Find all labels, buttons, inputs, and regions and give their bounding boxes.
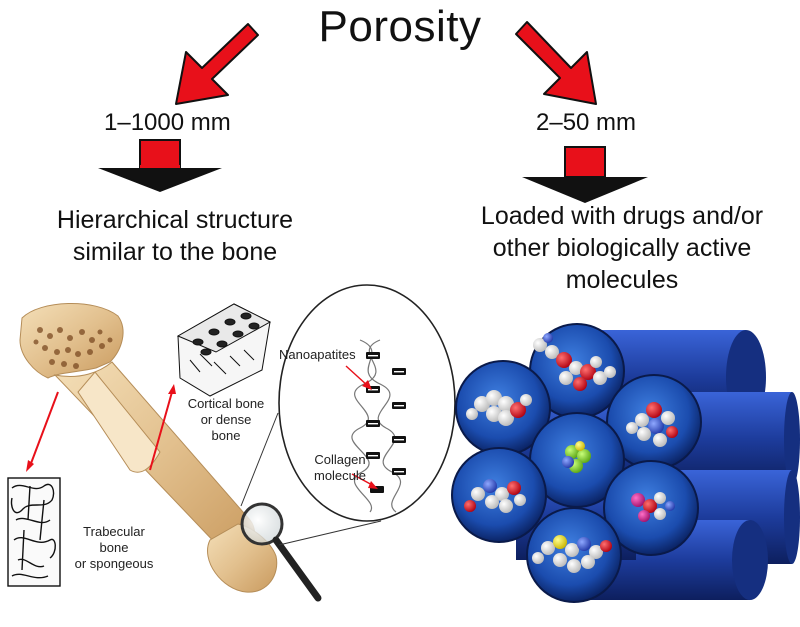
page-title: Porosity [318, 2, 482, 51]
cortical-bone-label: Cortical bone or dense bone [178, 396, 274, 444]
molecule-top [533, 333, 616, 391]
right-heading-line1: Loaded with drugs and/or [480, 202, 764, 230]
trabecular-line3: or spongeous [74, 556, 154, 571]
left-heading-line2: similar to the bone [72, 238, 278, 266]
trabecular-sketch [7, 477, 61, 587]
cortical-line1: Cortical bone [187, 396, 265, 411]
collagen-label: Collagen molecule [310, 452, 370, 484]
collagen-line1: Collagen [314, 452, 366, 467]
molecule-left-upper [466, 390, 532, 426]
arrow-right-diagonal [515, 21, 597, 105]
trabecular-line2: bone [99, 540, 129, 555]
cortical-line2: or dense [200, 412, 252, 427]
cortical-line3: bone [211, 428, 241, 443]
left-heading: Hierarchical structure similar to the bo… [10, 204, 340, 268]
nano-detail-ellipse [240, 284, 456, 546]
cortical-sketch [176, 303, 272, 397]
molecule-center [562, 441, 591, 473]
molecule-left-lower [464, 479, 526, 513]
left-range-label: 1–1000 mm [104, 109, 231, 136]
nanoapatites-label: Nanoapatites [279, 347, 356, 362]
molecule-right-lower [631, 492, 675, 522]
trabecular-bone-label: Trabecular bone or spongeous [62, 524, 166, 572]
right-heading-line3: molecules [565, 266, 679, 294]
molecule-bottom [532, 535, 612, 573]
arrow-left-diagonal [175, 23, 259, 105]
arrow-left-down [98, 139, 222, 192]
collagen-line2: molecule [313, 468, 367, 483]
right-heading: Loaded with drugs and/or other biologica… [452, 200, 792, 296]
bone-illustration [19, 302, 322, 602]
trabecular-line1: Trabecular [83, 524, 145, 539]
left-heading-line1: Hierarchical structure [56, 206, 294, 234]
arrow-right-down [522, 146, 648, 203]
right-heading-line2: other biologically active [492, 234, 752, 262]
mesoporous-tube-bundle [451, 323, 800, 603]
right-range-label: 2–50 mm [536, 109, 637, 136]
molecule-right-upper [626, 402, 678, 447]
